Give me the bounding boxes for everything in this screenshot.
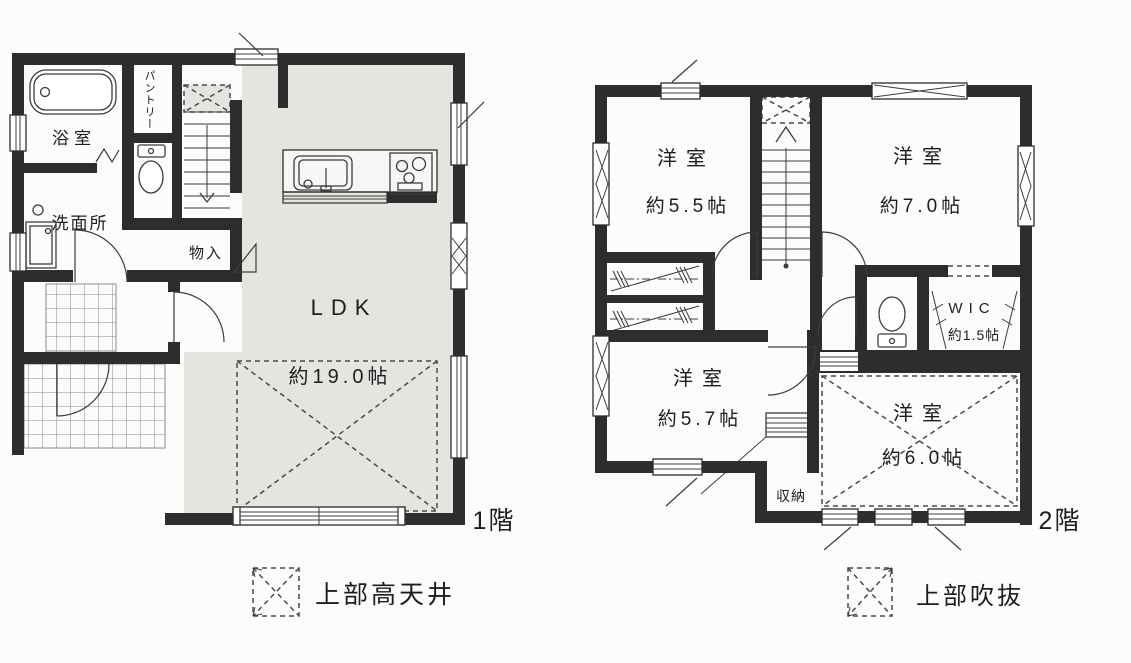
toilet-floor1-icon <box>137 144 166 194</box>
room-label-wic: WIC <box>948 300 995 317</box>
toilet-floor2-icon <box>877 296 907 348</box>
floor1-windows <box>9 32 485 526</box>
hall-ldk-door-arc <box>173 291 225 343</box>
floor1-plan: 浴室 洗面所 パントリー 物入 LDK 約19.0帖 1階 <box>9 32 516 535</box>
legend-void-symbol <box>847 567 893 617</box>
room-label-ne: 洋室 <box>893 145 951 168</box>
legend-high-ceiling-label: 上部高天井 <box>315 581 455 609</box>
legend-high-ceiling-symbol <box>252 567 300 617</box>
floor2-label: 2階 <box>1039 507 1082 535</box>
room-size-ldk: 約19.0帖 <box>289 365 392 388</box>
entrance-door-arc <box>56 363 110 417</box>
room-size-ne: 約7.0帖 <box>880 195 964 217</box>
room-label-washroom: 洗面所 <box>52 214 109 233</box>
room-size-se: 約6.0帖 <box>882 447 966 469</box>
toilet2-door-arc <box>817 296 857 336</box>
sliding-window-south <box>232 506 406 526</box>
floor1-doors <box>56 229 257 417</box>
void-area-marker <box>821 375 1018 507</box>
room-nw-door-arc <box>711 231 758 278</box>
floor2-windows <box>592 59 1035 551</box>
room-label-ldk: LDK <box>311 295 378 320</box>
stairs-down-arrow-icon <box>199 192 215 204</box>
stairs-up-arrow-icon <box>775 125 797 143</box>
porch-tile-floor <box>23 363 166 449</box>
stove-icon <box>389 152 433 195</box>
room-sw-door-arc <box>767 346 817 396</box>
staircase-floor1 <box>183 84 231 209</box>
closet-nw-upper-icon <box>610 265 700 292</box>
legend-void-label: 上部吹抜 <box>916 583 1024 610</box>
legend: 上部高天井 上部吹抜 <box>252 567 1024 617</box>
room-label-se: 洋室 <box>893 402 951 425</box>
genkan-tile-floor <box>45 283 117 353</box>
room-label-nw: 洋室 <box>657 147 715 170</box>
floor2-doors <box>711 231 868 396</box>
room-label-bath: 浴室 <box>52 129 96 148</box>
bath-folding-door-icon <box>95 147 120 164</box>
closet-nw-lower-icon <box>610 305 700 332</box>
wic-dashed-opening <box>948 265 992 277</box>
kitchen-counter <box>282 149 438 204</box>
room-label-pantry: パントリー <box>143 70 156 130</box>
floor2-plan: 洋室 約5.5帖 洋室 約7.0帖 洋室 約5.7帖 洋室 約6.0帖 WIC … <box>592 59 1082 551</box>
room-size-wic: 約1.5帖 <box>948 327 1000 343</box>
room-size-sw: 約5.7帖 <box>658 408 742 430</box>
vanity-sink-icon <box>32 204 44 216</box>
kitchen-sink-icon <box>293 155 353 192</box>
floor1-ldk-floor-shade <box>184 65 453 513</box>
window-vent-mark <box>238 32 264 57</box>
bathtub-icon <box>29 69 117 115</box>
wic-pole-icons <box>931 290 1018 350</box>
staircase-floor2 <box>761 96 811 269</box>
room-label-sw: 洋室 <box>673 367 731 390</box>
room-label-storage1: 物入 <box>189 245 223 262</box>
sliding-door-se-room <box>820 352 858 371</box>
room-size-nw: 約5.5帖 <box>646 195 730 217</box>
storage-door-swing-icon <box>232 242 257 273</box>
room-label-closet: 収納 <box>776 488 806 504</box>
washroom-door-arc <box>74 229 128 283</box>
floor1-label: 1階 <box>473 507 516 535</box>
room-ne-door-arc <box>821 231 868 278</box>
